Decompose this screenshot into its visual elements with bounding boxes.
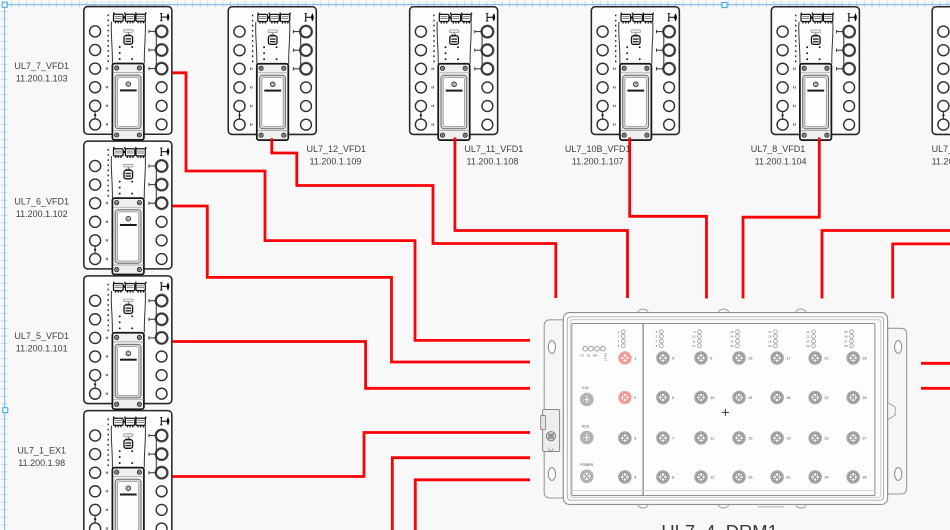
svg-text:22: 22 [806,335,810,339]
svg-text:11.200.1.105: 11.200.1.105 [932,157,950,167]
svg-text:2: 2 [634,396,636,400]
svg-text:8: 8 [672,476,674,480]
svg-text:11.200.1.101: 11.200.1.101 [16,344,68,354]
svg-text:28: 28 [844,344,848,348]
svg-text:13: 13 [730,330,734,334]
svg-text:11.200.1.102: 11.200.1.102 [16,209,68,219]
svg-text:15: 15 [748,437,752,441]
svg-text:16: 16 [748,476,752,480]
svg-text:17: 17 [786,357,790,361]
svg-text:7: 7 [656,339,658,343]
svg-text:UL7_6_VFD1: UL7_6_VFD1 [14,196,69,206]
svg-text:9: 9 [710,357,712,361]
svg-text:UL7_7_VFD1: UL7_7_VFD1 [14,61,69,71]
svg-text:4: 4 [634,476,636,480]
svg-text:10: 10 [710,396,714,400]
svg-text:20: 20 [768,344,772,348]
svg-text:23: 23 [824,437,828,441]
svg-text:UL7_1_EX1: UL7_1_EX1 [17,445,66,455]
svg-text:RM: RM [593,354,598,358]
svg-text:3: 3 [618,339,620,343]
svg-text:15: 15 [730,339,734,343]
svg-text:UL7_4_DRM1: UL7_4_DRM1 [661,521,778,530]
svg-text:11: 11 [710,437,714,441]
svg-text:17: 17 [768,330,772,334]
svg-text:27: 27 [844,339,848,343]
svg-text:6: 6 [672,396,674,400]
svg-text:19: 19 [768,339,772,343]
svg-text:2: 2 [618,335,620,339]
svg-text:UL7_12_VFD1: UL7_12_VFD1 [307,144,367,154]
svg-text:16: 16 [730,344,734,348]
svg-text:19: 19 [786,437,790,441]
svg-text:7: 7 [672,437,674,441]
svg-text:UL7_5_VFD1: UL7_5_VFD1 [14,331,69,341]
svg-text:21: 21 [824,357,828,361]
svg-text:14: 14 [730,335,734,339]
svg-text:11.200.1.104: 11.200.1.104 [755,157,807,167]
svg-text:11.200.1.107: 11.200.1.107 [572,157,624,167]
svg-text:24: 24 [824,476,828,480]
svg-text:28: 28 [862,476,866,480]
svg-text:5: 5 [656,330,658,334]
svg-text:13: 13 [748,357,752,361]
svg-text:1: 1 [634,357,636,361]
svg-text:23: 23 [806,339,810,343]
svg-text:10: 10 [692,335,696,339]
svg-text:20: 20 [786,476,790,480]
svg-text:P1: P1 [581,354,585,358]
svg-text:14: 14 [748,396,752,400]
svg-text:1: 1 [618,330,620,334]
svg-text:12: 12 [692,344,696,348]
svg-text:11.200.1.109: 11.200.1.109 [310,157,362,167]
svg-text:11.200.1.103: 11.200.1.103 [16,74,68,84]
svg-text:V-24: V-24 [582,386,589,390]
svg-text:11.200.1.98: 11.200.1.98 [18,458,65,468]
svg-text:24: 24 [806,344,810,348]
svg-text:UL7_8_VFD1: UL7_8_VFD1 [751,144,806,154]
svg-text:8: 8 [656,344,658,348]
svg-text:25: 25 [862,357,866,361]
svg-text:4: 4 [618,344,620,348]
svg-text:UL7_9_VFD1: UL7_9_VFD1 [932,144,950,154]
svg-text:UL7_10B_VFD1: UL7_10B_VFD1 [565,144,631,154]
svg-text:18: 18 [786,396,790,400]
svg-text:FAULT: FAULT [603,353,607,362]
svg-text:26: 26 [862,396,866,400]
svg-text:6: 6 [656,335,658,339]
svg-text:POWER: POWER [580,463,593,467]
svg-text:5: 5 [672,357,674,361]
svg-text:UL7_11_VFD1: UL7_11_VFD1 [464,144,523,154]
svg-text:21: 21 [806,330,810,334]
svg-text:18: 18 [768,335,772,339]
svg-text:3: 3 [634,437,636,441]
svg-text:25: 25 [844,330,848,334]
svg-text:P2: P2 [587,354,591,358]
svg-text:ACA: ACA [582,424,590,428]
svg-text:11: 11 [692,339,695,343]
svg-text:26: 26 [844,335,848,339]
svg-text:11.200.1.108: 11.200.1.108 [467,157,519,167]
svg-text:27: 27 [862,437,866,441]
svg-text:22: 22 [824,396,828,400]
svg-text:9: 9 [694,330,696,334]
svg-text:12: 12 [710,476,714,480]
